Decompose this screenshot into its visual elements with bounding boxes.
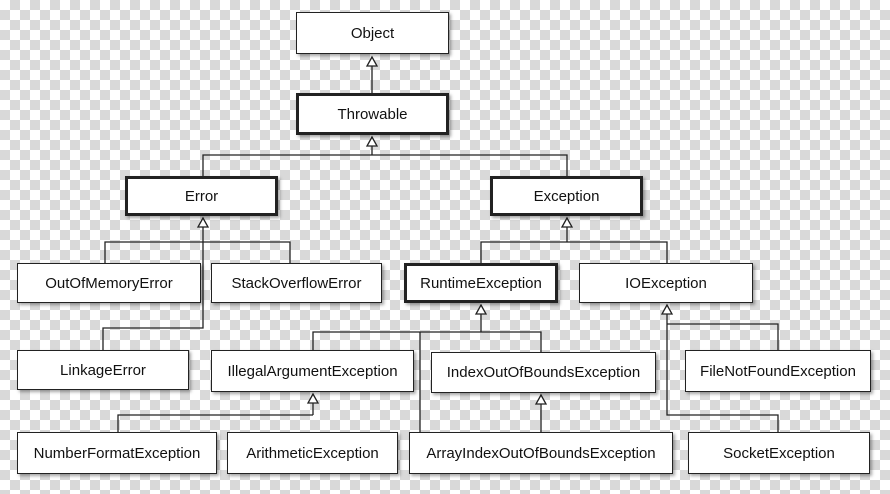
arrowhead-runtime <box>474 303 488 315</box>
connector-socket-io <box>666 314 779 432</box>
arrowhead-indexoutofbounds <box>534 393 548 405</box>
arrowhead-throwable <box>365 135 379 147</box>
connector-indexoutofbounds-runtime <box>481 331 542 352</box>
connector-io-exception <box>567 241 668 263</box>
class-io-exception: IOException <box>579 263 753 303</box>
connector-numberformat-illegalargument <box>117 414 313 432</box>
connector-linkage-error <box>102 242 204 350</box>
connector-exception-throwable <box>372 154 568 176</box>
connector-outofmemory-error <box>104 241 203 263</box>
class-stack-overflow-error: StackOverflowError <box>211 263 382 303</box>
arrowhead-exception <box>560 216 574 228</box>
class-array-index-out-of-bounds-exception: ArrayIndexOutOfBoundsException <box>409 432 673 474</box>
class-object: Object <box>296 12 449 54</box>
class-linkage-error: LinkageError <box>17 350 189 390</box>
connector-stackoverflow-error <box>203 241 291 263</box>
class-exception: Exception <box>490 176 643 216</box>
class-throwable: Throwable <box>296 93 449 135</box>
class-out-of-memory-error: OutOfMemoryError <box>17 263 201 303</box>
class-illegal-argument-exception: IllegalArgumentException <box>211 350 414 392</box>
class-file-not-found-exception: FileNotFoundException <box>685 350 871 392</box>
arrowhead-error <box>196 216 210 228</box>
connector-filenotfound-io <box>667 323 779 350</box>
arrowhead-io <box>660 303 674 315</box>
class-error: Error <box>125 176 278 216</box>
class-socket-exception: SocketException <box>688 432 870 474</box>
arrowhead-illegalargument <box>306 392 320 404</box>
class-runtime-exception: RuntimeException <box>404 263 558 303</box>
arrowhead-object <box>365 55 379 67</box>
connector-illegalargument-runtime <box>312 331 481 350</box>
class-number-format-exception: NumberFormatException <box>17 432 217 474</box>
class-index-out-of-bounds-exception: IndexOutOfBoundsException <box>431 352 656 393</box>
class-arithmetic-exception: ArithmeticException <box>227 432 398 474</box>
connector-error-throwable <box>202 154 372 176</box>
connector-runtime-exception <box>480 241 567 263</box>
